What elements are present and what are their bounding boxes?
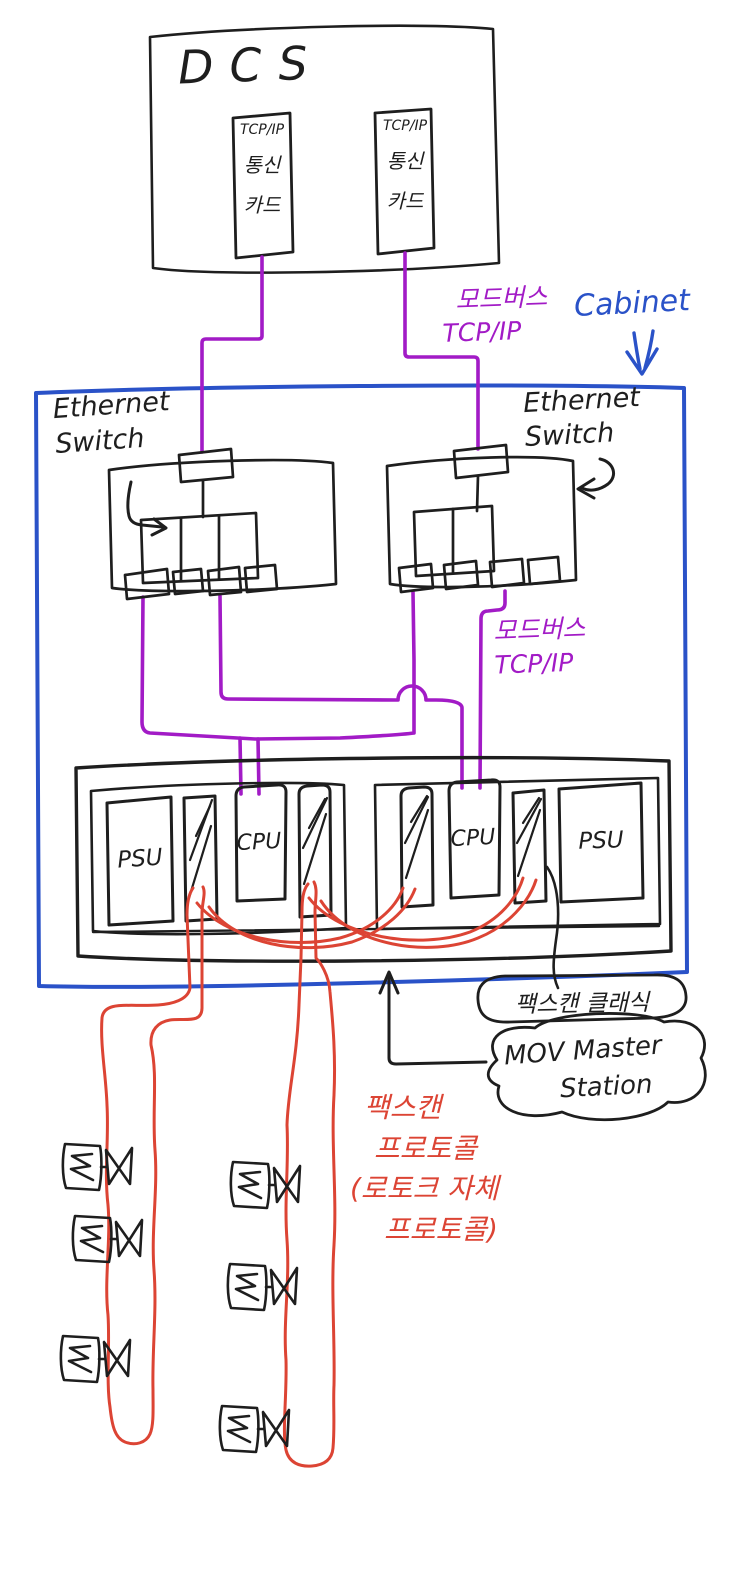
valve-actuator-1 (61, 1142, 134, 1192)
pakscan-loop-wires (100, 876, 538, 1468)
modbus-top-line1: 모드버스 (454, 282, 548, 315)
modbus-label-middle: 모드버스 TCP/IP (493, 611, 587, 682)
switch-left-label: Ethernet Switch (52, 384, 173, 462)
protocol-line3: (로토크 자체 (350, 1172, 499, 1206)
cpu-right-label: CPU (450, 824, 496, 853)
tcpip-card-right (373, 107, 436, 256)
pakscan-loop-left (100, 885, 206, 1446)
cpu-module-left (234, 783, 288, 903)
tcpip-card-left-label: TCP/IP 통신 카드 (234, 122, 290, 218)
protocol-line4: 프로토콜) (384, 1212, 498, 1246)
modbus-label-top: 모드버스 TCP/IP (441, 281, 549, 350)
cpu-module-right (447, 778, 502, 900)
protocol-line2: 프로토콜 (374, 1131, 478, 1165)
pakscan-classic-label: 팩스캔 클래식 (514, 989, 650, 1019)
mov-master-cloud (486, 1012, 707, 1122)
pakscan-protocol-label: 팩스캔 프로토콜 (로토크 자체 프로토콜) (350, 1088, 499, 1250)
mov-master-arrow-icon (378, 970, 488, 1066)
io-module-3 (399, 785, 435, 909)
card-right-line3: 카드 (386, 189, 424, 213)
cpu-left-label: CPU (236, 828, 282, 857)
modbus-wires (140, 251, 507, 796)
pakscan-loop-middle (282, 880, 337, 1468)
io-module-1 (182, 794, 219, 923)
switch-right-label: Ethernet Switch (522, 381, 642, 455)
dcs-box (148, 24, 501, 274)
field-valve-units (59, 1142, 302, 1454)
cabinet-box (34, 383, 689, 989)
valve-actuator-4 (229, 1160, 302, 1210)
psu-left-label: PSU (116, 844, 164, 874)
psu-right-label: PSU (577, 827, 625, 855)
modbus-top-line2: TCP/IP (442, 315, 522, 348)
annotation-shapes (378, 865, 707, 1122)
psu-module-left (105, 795, 175, 927)
valve-actuator-6 (218, 1404, 291, 1454)
modbus-middle-line2: TCP/IP (494, 647, 574, 680)
valve-actuator-3 (59, 1334, 132, 1384)
controller-rack (74, 755, 673, 963)
switch-left-uplink-port (177, 447, 235, 484)
hatch-marks (187, 794, 543, 900)
tcpip-card-left (231, 111, 295, 260)
io-module-4 (511, 788, 548, 905)
tcpip-card-right-label: TCP/IP 통신 카드 (377, 118, 433, 214)
protocol-line1: 팩스캔 (364, 1091, 442, 1124)
psu-module-right (557, 781, 645, 904)
dcs-title: DCS (177, 35, 325, 95)
mov-master-label-line2: Station (559, 1069, 654, 1105)
io-module-2 (297, 783, 333, 919)
switch-right-line2: Switch (524, 417, 615, 453)
card-right-line1: TCP/IP (382, 118, 428, 134)
switch-left-pointer-icon (126, 480, 168, 537)
ethernet-switch-left (107, 447, 338, 601)
card-left-line1: TCP/IP (239, 122, 285, 138)
ethernet-switch-right (385, 443, 578, 594)
cabinet-label: Cabinet (573, 282, 691, 325)
modbus-middle-line1: 모드버스 (492, 613, 586, 646)
switch-right-pointer-icon (576, 457, 616, 500)
switch-right-line1: Ethernet (522, 381, 641, 420)
card-left-line3: 카드 (243, 193, 281, 217)
card-right-line2: 통신 (386, 149, 424, 173)
card-left-line2: 통신 (243, 153, 281, 177)
switch-right-uplink-port (452, 443, 510, 480)
cabinet-arrow-icon (625, 329, 659, 376)
